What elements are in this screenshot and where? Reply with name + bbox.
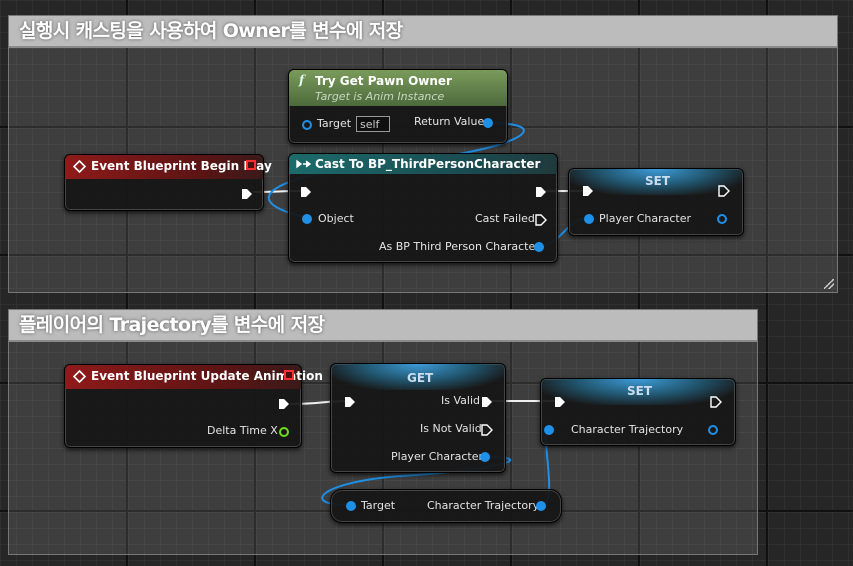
event-diamond-icon (73, 370, 86, 383)
validated-get-node[interactable]: GET Is Valid Is Not Valid Player Charact… (330, 363, 506, 473)
player-character-pin[interactable] (480, 452, 490, 462)
node-header (289, 70, 507, 106)
node-title: Try Get Pawn Owner (315, 74, 452, 88)
cast-failed-pin[interactable] (535, 214, 547, 226)
cast-icon (296, 159, 312, 169)
cast-node[interactable]: Cast To BP_ThirdPersonCharacter Object C… (288, 153, 558, 263)
exec-out-pin[interactable] (710, 396, 722, 408)
player-character-label: Player Character (599, 212, 692, 225)
return-value-label: Return Value (414, 115, 485, 128)
character-trajectory-label: Character Trajectory (427, 499, 540, 512)
as-bp-label: As BP Third Person Character (379, 240, 540, 253)
node-title: Event Blueprint Update Animation (91, 369, 323, 383)
is-valid-pin[interactable] (481, 396, 493, 408)
exec-in-pin[interactable] (582, 185, 594, 197)
resize-handle-icon[interactable] (824, 279, 834, 289)
node-header (65, 155, 263, 179)
character-trajectory-out-pin[interactable] (708, 425, 718, 435)
event-diamond-icon (73, 160, 86, 173)
player-character-label: Player Character (391, 450, 484, 463)
character-trajectory-pin[interactable] (536, 501, 546, 511)
comment-title[interactable]: 플레이어의 Trajectory를 변수에 저장 (9, 310, 757, 342)
exec-in-pin[interactable] (344, 396, 356, 408)
set-character-trajectory-node[interactable]: SET Character Trajectory (540, 378, 736, 446)
node-title: GET (407, 371, 434, 385)
target-label: Target (317, 117, 352, 130)
target-self-field[interactable]: self (356, 116, 390, 132)
target-pin[interactable] (346, 501, 356, 511)
node-header (331, 364, 505, 390)
delta-time-label: Delta Time X (207, 424, 278, 437)
event-update-animation-node[interactable]: Event Blueprint Update Animation Delta T… (64, 364, 323, 448)
object-pin[interactable] (302, 214, 312, 224)
player-character-in-pin[interactable] (584, 214, 594, 224)
node-header (541, 379, 735, 405)
node-title: Event Blueprint Begin Play (91, 159, 272, 173)
exec-out-pin[interactable] (718, 185, 730, 197)
player-character-out-pin[interactable] (717, 214, 727, 224)
close-icon[interactable] (246, 160, 256, 170)
exec-out-pin[interactable] (241, 188, 253, 200)
as-bp-pin[interactable] (534, 242, 544, 252)
node-title: SET (627, 384, 653, 398)
is-not-valid-label: Is Not Valid (420, 422, 482, 435)
object-label: Object (318, 212, 354, 225)
target-pin[interactable] (302, 120, 312, 130)
return-value-pin[interactable] (483, 118, 493, 128)
exec-in-pin[interactable] (300, 186, 312, 198)
node-header (289, 154, 557, 174)
cast-failed-label: Cast Failed (475, 212, 535, 225)
node-header (569, 169, 743, 195)
is-not-valid-pin[interactable] (481, 424, 493, 436)
character-trajectory-in-pin[interactable] (544, 425, 554, 435)
event-begin-play-node[interactable]: Event Blueprint Begin Play (64, 154, 272, 211)
exec-in-pin[interactable] (554, 396, 566, 408)
node-subtitle: Target is Anim Instance (315, 90, 445, 103)
exec-out-pin[interactable] (535, 186, 547, 198)
function-icon: f (299, 73, 305, 87)
set-player-character-node[interactable]: SET Player Character (568, 168, 744, 236)
node-title: SET (645, 174, 671, 188)
is-valid-label: Is Valid (441, 394, 480, 407)
node-header (65, 365, 301, 389)
character-trajectory-getter-node[interactable]: Target Character Trajectory (330, 489, 562, 523)
close-icon[interactable] (284, 370, 294, 380)
node-title: Cast To BP_ThirdPersonCharacter (315, 157, 541, 171)
delta-time-pin[interactable] (279, 427, 289, 437)
comment-title[interactable]: 실행시 캐스팅을 사용하여 Owner를 변수에 저장 (9, 16, 837, 48)
exec-out-pin[interactable] (278, 398, 290, 410)
character-trajectory-label: Character Trajectory (571, 423, 684, 436)
target-label: Target (361, 499, 396, 512)
try-get-pawn-owner-node[interactable]: f Try Get Pawn Owner Target is Anim Inst… (288, 69, 508, 144)
